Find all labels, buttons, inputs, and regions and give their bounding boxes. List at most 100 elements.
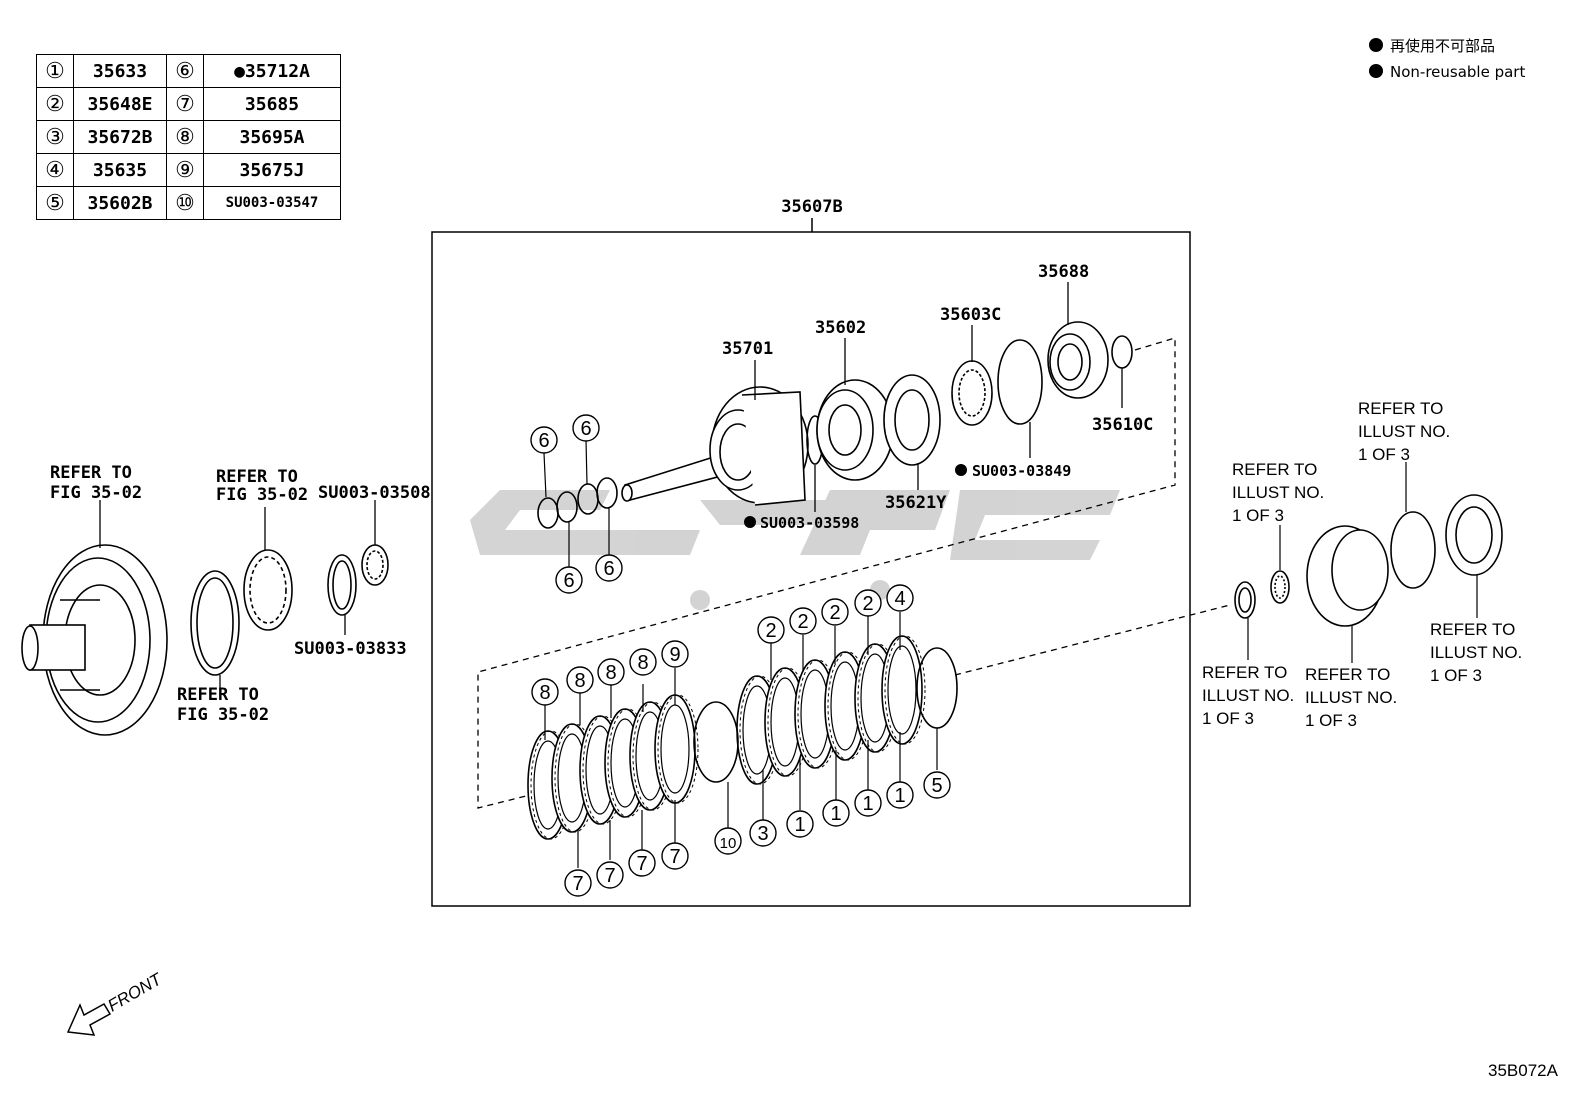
refer-label: FIG 35-02 xyxy=(177,705,269,725)
o-ring xyxy=(997,339,1043,425)
non-reusable-dot-icon xyxy=(1369,38,1383,52)
callout-number: 3 xyxy=(757,823,768,845)
legend-jp: 再使用不可部品 xyxy=(1390,37,1495,55)
callout-number: ② xyxy=(36,87,74,121)
callout-number: 6 xyxy=(538,430,549,452)
part-number: 35685 xyxy=(203,87,341,121)
svg-text:REFER TO: REFER TO xyxy=(1305,665,1390,684)
part-number: 35648E xyxy=(73,87,167,121)
table-row: ⑤ 35602B ⑩ SU003-03547 xyxy=(36,186,341,220)
non-reusable-dot-icon xyxy=(955,464,967,476)
callout-number: 7 xyxy=(604,865,615,887)
part-label: SU003-03598 xyxy=(760,514,859,532)
callout-number: 1 xyxy=(794,814,805,836)
svg-text:ILLUST NO.: ILLUST NO. xyxy=(1430,643,1522,662)
clutch-hub xyxy=(1047,321,1109,399)
callout-number: ④ xyxy=(36,153,74,187)
needle-bearing xyxy=(951,360,993,426)
callout-number: 5 xyxy=(931,775,942,797)
callout-number: 2 xyxy=(765,620,776,642)
assembly-box xyxy=(431,231,1191,907)
callout-number: ⑦ xyxy=(166,87,204,121)
part-label: SU003-03833 xyxy=(294,639,407,659)
oil-pump xyxy=(21,544,168,736)
callout-circle xyxy=(786,810,814,838)
svg-text:REFER TO: REFER TO xyxy=(1430,620,1515,639)
part-number: 35672B xyxy=(73,120,167,154)
needle-bearing xyxy=(361,544,389,586)
svg-text:1 OF 3: 1 OF 3 xyxy=(1232,506,1284,525)
gear xyxy=(816,379,894,481)
callout-circle xyxy=(628,849,656,877)
callout-number: ⑨ xyxy=(166,153,204,187)
figure-code: 35B072A xyxy=(1488,1061,1559,1080)
part-number: SU003-03547 xyxy=(203,186,341,220)
watermark-logo xyxy=(470,490,1120,610)
washer xyxy=(327,554,357,616)
callout-circle xyxy=(923,771,951,799)
callout-circle xyxy=(854,589,882,617)
svg-text:ILLUST NO.: ILLUST NO. xyxy=(1358,422,1450,441)
part-label: 35701 xyxy=(722,339,773,359)
callout-circle xyxy=(661,842,689,870)
callout-circle xyxy=(854,789,882,817)
part-label: 35602 xyxy=(815,318,866,338)
svg-text:REFER TO: REFER TO xyxy=(1202,663,1287,682)
callout-circle xyxy=(597,658,625,686)
callout-circle xyxy=(886,584,914,612)
callout-number: ⑤ xyxy=(36,186,74,220)
part-number: 35602B xyxy=(73,186,167,220)
callout-circle xyxy=(566,666,594,694)
svg-text:ILLUST NO.: ILLUST NO. xyxy=(1305,688,1397,707)
callout-number: 1 xyxy=(862,793,873,815)
callout-circle xyxy=(757,616,785,644)
part-number: 35675J xyxy=(203,153,341,187)
svg-text:1 OF 3: 1 OF 3 xyxy=(1305,711,1357,730)
callout-number: 10 xyxy=(720,835,737,852)
callout-circle xyxy=(821,598,849,626)
svg-text:REFER TO: REFER TO xyxy=(1232,460,1317,479)
one-way-clutch xyxy=(1445,494,1503,576)
callout-number: 8 xyxy=(637,652,648,674)
part-label: SU003-03508 xyxy=(318,483,431,503)
svg-text:ILLUST NO.: ILLUST NO. xyxy=(1202,686,1294,705)
callout-number: 1 xyxy=(830,803,841,825)
callout-circle xyxy=(886,781,914,809)
svg-text:REFER TO: REFER TO xyxy=(1358,399,1443,418)
snap-ring xyxy=(1111,335,1133,369)
assembly-label: 35607B xyxy=(781,197,842,217)
part-label: SU003-03849 xyxy=(972,462,1071,480)
input-shaft xyxy=(621,386,809,506)
callout-circle xyxy=(530,426,558,454)
legend: 再使用不可部品 Non-reusable part xyxy=(1369,37,1525,81)
callout-number: 1 xyxy=(894,785,905,807)
callout-number: 7 xyxy=(572,873,583,895)
front-arrow-icon xyxy=(66,1002,112,1036)
part-label: 35688 xyxy=(1038,262,1089,282)
callout-number: 2 xyxy=(797,611,808,633)
non-reusable-dot-icon: ● xyxy=(234,60,245,82)
callout-number: 8 xyxy=(539,682,550,704)
non-reusable-dot-icon xyxy=(744,516,756,528)
refer-label: REFER TO xyxy=(216,467,298,487)
snap-ring xyxy=(693,701,739,783)
table-row: ④ 35635 ⑨ 35675J xyxy=(36,153,341,187)
refer-label: FIG 35-02 xyxy=(216,485,308,505)
legend-en: Non-reusable part xyxy=(1390,63,1525,81)
alignment-lines xyxy=(477,337,1231,809)
callout-circle xyxy=(714,827,742,855)
table-row: ① 35633 ⑥ ●35712A xyxy=(36,54,341,88)
callout-number: 6 xyxy=(603,558,614,580)
seal-ring xyxy=(190,570,240,676)
planetary-ring-gear xyxy=(1306,525,1389,627)
parts-table: ① 35633 ⑥ ●35712A ② 35648E ⑦ 35685 ③ 356… xyxy=(36,54,341,220)
front-label: FRONT xyxy=(105,969,167,1016)
callout-circle xyxy=(572,414,600,442)
callout-number: 8 xyxy=(574,670,585,692)
retainer-ring xyxy=(1390,511,1436,589)
svg-text:1 OF 3: 1 OF 3 xyxy=(1430,666,1482,685)
table-row: ③ 35672B ⑧ 35695A xyxy=(36,120,341,154)
part-number: 35635 xyxy=(73,153,167,187)
